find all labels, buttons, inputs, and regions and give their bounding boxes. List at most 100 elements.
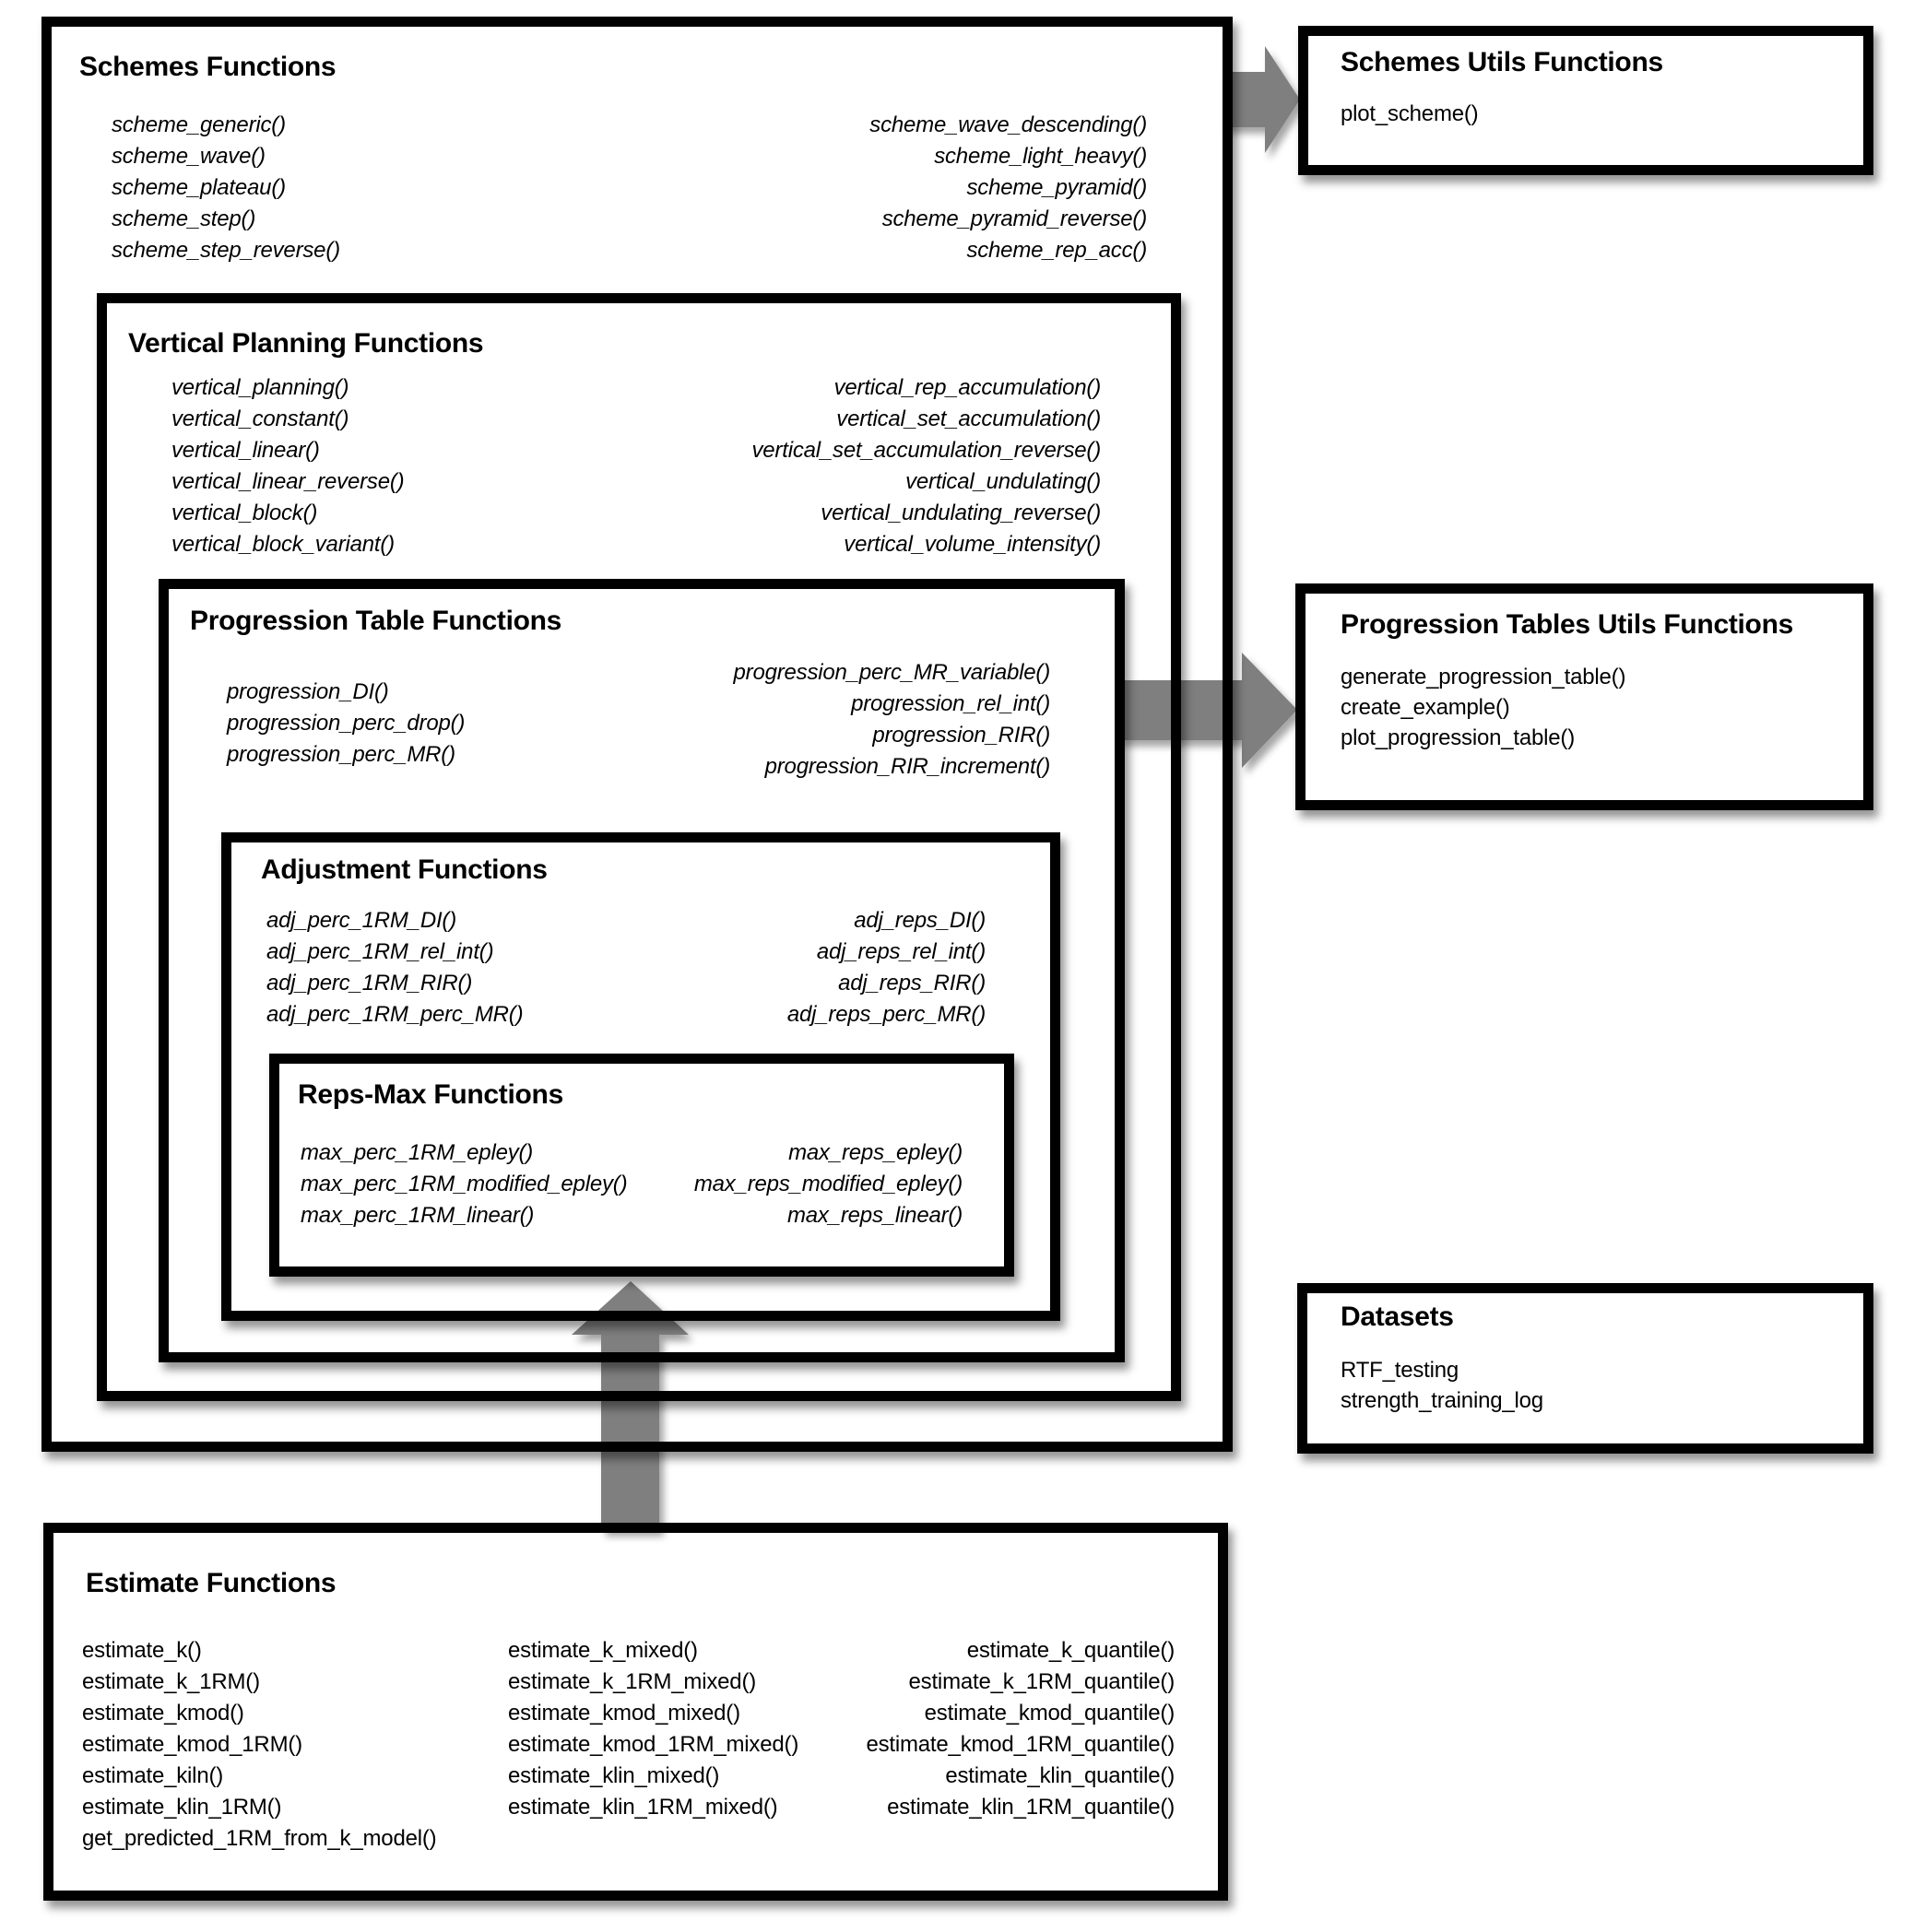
schemes-functions-left-list: scheme_generic() scheme_wave() scheme_plat… [112, 110, 340, 266]
adjustment-functions-right-list: adj_reps_DI() adj_reps_rel_int() adj_reps_… [787, 905, 986, 1031]
function-item: estimate_k_1RM_mixed() [508, 1669, 757, 1694]
function-item: max_reps_linear() [786, 1203, 963, 1228]
schemes-utils-list: plot_scheme() [1341, 99, 1479, 129]
progression-table-title: Progression Table Functions [190, 606, 562, 636]
function-item: progression_RIR() [872, 723, 1050, 748]
function-item: estimate_klin_quantile() [945, 1763, 1175, 1788]
function-item: estimate_kmod_1RM() [82, 1732, 302, 1757]
function-item: adj_reps_rel_int() [816, 939, 986, 964]
function-item: progression_perc_MR() [227, 742, 455, 767]
function-item: max_reps_modified_epley() [693, 1172, 963, 1196]
function-item: generate_progression_table() [1341, 665, 1626, 689]
datasets-title: Datasets [1341, 1302, 1454, 1332]
function-item: progression_rel_int() [851, 691, 1050, 716]
function-item: scheme_wave() [112, 144, 266, 169]
function-item: estimate_klin_mixed() [508, 1763, 720, 1788]
adjustment-functions-left-list: adj_perc_1RM_DI()adj_perc_1RM_rel_int()a… [266, 905, 524, 1031]
function-item: scheme_wave_descending() [869, 112, 1147, 137]
reps-max-functions-right-list: max_reps_epley() max_reps_modified_epley(… [694, 1137, 963, 1231]
vertical-planning-functions-box: Vertical Planning Functions vertical_pla… [97, 293, 1181, 1401]
function-item: estimate_kmod_mixed() [508, 1701, 740, 1726]
function-item: create_example() [1341, 695, 1510, 720]
schemes-utils-title: Schemes Utils Functions [1341, 47, 1663, 77]
function-item: plot_progression_table() [1341, 725, 1576, 750]
function-item: estimate_klin_1RM_quantile() [887, 1795, 1175, 1820]
schemes-functions-box: Schemes Functions scheme_generic()scheme… [41, 17, 1233, 1452]
function-item: scheme_rep_acc() [966, 238, 1147, 263]
function-item: max_perc_1RM_linear() [301, 1203, 535, 1228]
function-item: estimate_k_quantile() [966, 1638, 1175, 1663]
function-item: vertical_block() [171, 501, 318, 525]
estimate-functions-col3-list: estimate_k_quantile() estimate_k_1RM_quan… [866, 1635, 1175, 1823]
function-item: strength_training_log [1341, 1388, 1543, 1413]
function-item: estimate_k() [82, 1638, 202, 1663]
function-item: adj_perc_1RM_RIR() [266, 971, 473, 995]
function-item: RTF_testing [1341, 1358, 1459, 1383]
function-item: scheme_light_heavy() [934, 144, 1147, 169]
function-item: estimate_k_1RM_quantile() [908, 1669, 1176, 1694]
progression-table-left-list: progression_DI() progression_perc_drop()p… [227, 677, 465, 771]
function-item: adj_reps_perc_MR() [786, 1002, 986, 1027]
function-item: estimate_klin_1RM_mixed() [508, 1795, 778, 1820]
schemes-functions-title: Schemes Functions [79, 52, 337, 82]
function-item: estimate_kmod_1RM_quantile() [866, 1732, 1175, 1757]
function-item: estimate_kmod_1RM_mixed() [508, 1732, 799, 1757]
function-item: vertical_set_accumulation_reverse() [751, 438, 1101, 463]
progression-tables-utils-list: generate_progression_table() create_examp… [1341, 662, 1625, 753]
function-item: scheme_pyramid_reverse() [881, 206, 1148, 231]
vertical-planning-title: Vertical Planning Functions [128, 328, 484, 359]
function-item: progression_RIR_increment() [764, 754, 1051, 779]
estimate-functions-col1-list: estimate_k() estimate_k_1RM() estimate_kmo… [82, 1635, 437, 1855]
function-item: estimate_kmod_quantile() [924, 1701, 1176, 1726]
function-item: adj_reps_DI() [854, 908, 986, 933]
reps-max-functions-left-list: max_perc_1RM_epley() max_perc_1RM_modifie… [301, 1137, 628, 1231]
arrow-progression-to-progression-utils-icon [1118, 653, 1297, 768]
function-item: vertical_linear() [171, 438, 320, 463]
function-item: adj_perc_1RM_DI() [266, 908, 457, 933]
function-item: vertical_undulating() [905, 469, 1101, 494]
vertical-planning-left-list: vertical_planning() vertical_constant()ve… [171, 372, 405, 560]
datasets-box: Datasets RTF_testing strength_training_lo… [1297, 1283, 1873, 1454]
function-item: vertical_rep_accumulation() [833, 375, 1102, 400]
function-item: max_perc_1RM_epley() [301, 1140, 534, 1165]
function-item: plot_scheme() [1341, 101, 1479, 126]
function-item: max_perc_1RM_modified_epley() [301, 1172, 628, 1196]
reps-max-functions-title: Reps-Max Functions [298, 1079, 563, 1110]
adjustment-functions-box: Adjustment Functions adj_perc_1RM_DI()ad… [221, 832, 1060, 1321]
function-item: adj_reps_RIR() [838, 971, 986, 995]
datasets-list: RTF_testing strength_training_log [1341, 1355, 1543, 1416]
function-item: vertical_volume_intensity() [844, 532, 1101, 557]
progression-tables-utils-title: Progression Tables Utils Functions [1341, 609, 1793, 640]
function-item: progression_DI() [227, 679, 389, 704]
arrow-schemes-to-schemes-utils-icon [1223, 46, 1300, 153]
function-item: progression_perc_drop() [227, 711, 466, 736]
function-item: scheme_step() [112, 206, 256, 231]
function-item: progression_perc_MR_variable() [733, 660, 1051, 685]
function-item: vertical_planning() [171, 375, 349, 400]
function-item: estimate_kmod() [82, 1701, 244, 1726]
function-item: get_predicted_1RM_from_k_model() [82, 1826, 437, 1851]
adjustment-functions-title: Adjustment Functions [261, 854, 548, 885]
progression-table-functions-box: Progression Table Functions progression_… [159, 579, 1125, 1362]
vertical-planning-right-list: vertical_rep_accumulation() vertical_set_… [751, 372, 1101, 560]
function-item: scheme_pyramid() [966, 175, 1147, 200]
function-item: adj_perc_1RM_perc_MR() [266, 1002, 524, 1027]
estimate-functions-col2-list: estimate_k_mixed() estimate_k_1RM_mixed()… [508, 1635, 798, 1823]
function-item: vertical_linear_reverse() [171, 469, 405, 494]
function-item: estimate_klin_1RM() [82, 1795, 282, 1820]
schemes-functions-right-list: scheme_wave_descending() scheme_light_hea… [869, 110, 1147, 266]
reps-max-functions-box: Reps-Max Functions max_perc_1RM_epley()m… [269, 1054, 1014, 1277]
function-item: estimate_k_mixed() [508, 1638, 698, 1663]
function-item: estimate_k_1RM() [82, 1669, 260, 1694]
function-item: scheme_plateau() [112, 175, 286, 200]
function-item: scheme_step_reverse() [112, 238, 340, 263]
function-item: scheme_generic() [112, 112, 286, 137]
estimate-functions-box: Estimate Functions estimate_k()estimate_… [43, 1523, 1228, 1901]
estimate-functions-title: Estimate Functions [86, 1568, 337, 1598]
arrow-estimate-to-reps-max-icon [572, 1281, 689, 1530]
function-item: vertical_constant() [171, 406, 349, 431]
function-item: max_reps_epley() [788, 1140, 963, 1165]
function-item: estimate_kiln() [82, 1763, 224, 1788]
function-item: vertical_undulating_reverse() [821, 501, 1101, 525]
